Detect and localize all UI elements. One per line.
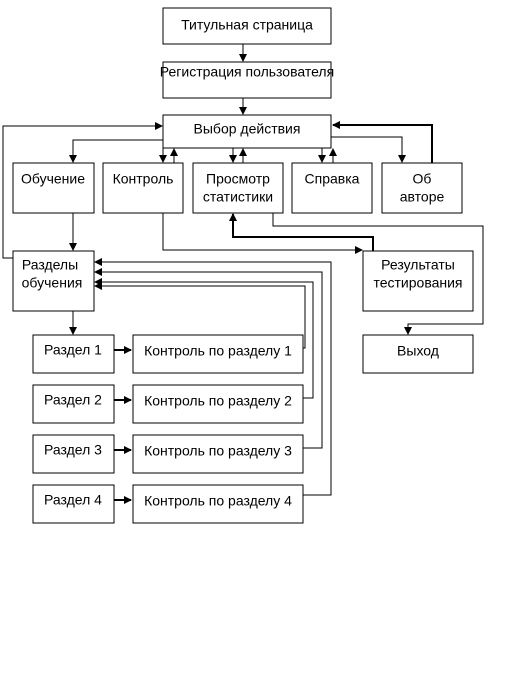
node-section-2-control: Контроль по разделу 2 bbox=[132, 384, 304, 424]
edge-control-3-to-sections bbox=[94, 268, 323, 449]
node-registration: Регистрация пользователя bbox=[160, 61, 334, 99]
node-action-choice: Выбор действия bbox=[162, 114, 332, 149]
node-help-label: Справка bbox=[305, 171, 360, 187]
node-section-4-control-label: Контроль по разделу 4 bbox=[144, 493, 292, 509]
node-test-results-label-line1: Результаты bbox=[381, 257, 455, 273]
node-section-1-label: Раздел 1 bbox=[44, 342, 102, 358]
node-section-4: Раздел 4 bbox=[32, 484, 115, 524]
node-title-label: Титульная страница bbox=[181, 17, 313, 33]
node-section-3: Раздел 3 bbox=[32, 434, 115, 474]
edge-control-to-results bbox=[162, 213, 363, 254]
node-section-1: Раздел 1 bbox=[32, 334, 115, 374]
node-about: Об авторе bbox=[381, 162, 463, 214]
edge-action-to-about bbox=[331, 136, 406, 163]
node-test-results-label-line2: тестирования bbox=[373, 275, 462, 291]
node-test-results: Результаты тестирования bbox=[362, 250, 474, 312]
node-statistics-label-line1: Просмотр bbox=[206, 171, 270, 187]
node-section-2-label: Раздел 2 bbox=[44, 392, 102, 408]
node-section-1-control-label: Контроль по разделу 1 bbox=[144, 343, 292, 359]
node-section-4-control: Контроль по разделу 4 bbox=[132, 484, 304, 524]
node-statistics: Просмотр статистики bbox=[192, 162, 284, 214]
node-learning-label: Обучение bbox=[21, 171, 85, 187]
edge-sections-to-action bbox=[2, 122, 163, 259]
node-section-2-control-label: Контроль по разделу 2 bbox=[144, 393, 292, 409]
node-section-1-control: Контроль по разделу 1 bbox=[132, 334, 304, 374]
node-exit-label: Выход bbox=[397, 343, 439, 359]
edge-to-exit bbox=[272, 213, 484, 335]
edge-results-to-statistics bbox=[229, 213, 374, 251]
node-about-label-line2: авторе bbox=[400, 189, 445, 205]
edge-about-to-action bbox=[332, 121, 433, 163]
node-section-2: Раздел 2 bbox=[32, 384, 115, 424]
node-learning-sections: Разделы обучения bbox=[12, 250, 95, 312]
edge-control-2-to-sections bbox=[94, 278, 314, 399]
node-section-3-control-label: Контроль по разделу 3 bbox=[144, 443, 292, 459]
node-help: Справка bbox=[291, 162, 373, 214]
node-section-3-label: Раздел 3 bbox=[44, 442, 102, 458]
node-control: Контроль bbox=[102, 162, 184, 214]
edge-control-4-to-sections bbox=[94, 258, 332, 496]
node-action-choice-label: Выбор действия bbox=[194, 121, 301, 137]
node-about-label-line1: Об bbox=[413, 171, 432, 187]
node-learning-sections-label-line2: обучения bbox=[22, 275, 83, 291]
node-registration-label: Регистрация пользователя bbox=[160, 64, 334, 80]
node-section-3-control: Контроль по разделу 3 bbox=[132, 434, 304, 474]
node-learning-sections-label-line1: Разделы bbox=[22, 257, 78, 273]
edge-action-to-learning bbox=[69, 139, 163, 163]
edge-control-1-to-sections bbox=[94, 282, 306, 349]
node-learning: Обучение bbox=[12, 162, 95, 214]
node-title: Титульная страница bbox=[162, 7, 332, 45]
node-control-label: Контроль bbox=[113, 171, 174, 187]
node-section-4-label: Раздел 4 bbox=[44, 492, 102, 508]
node-exit: Выход bbox=[362, 334, 474, 374]
node-statistics-label-line2: статистики bbox=[203, 189, 273, 205]
